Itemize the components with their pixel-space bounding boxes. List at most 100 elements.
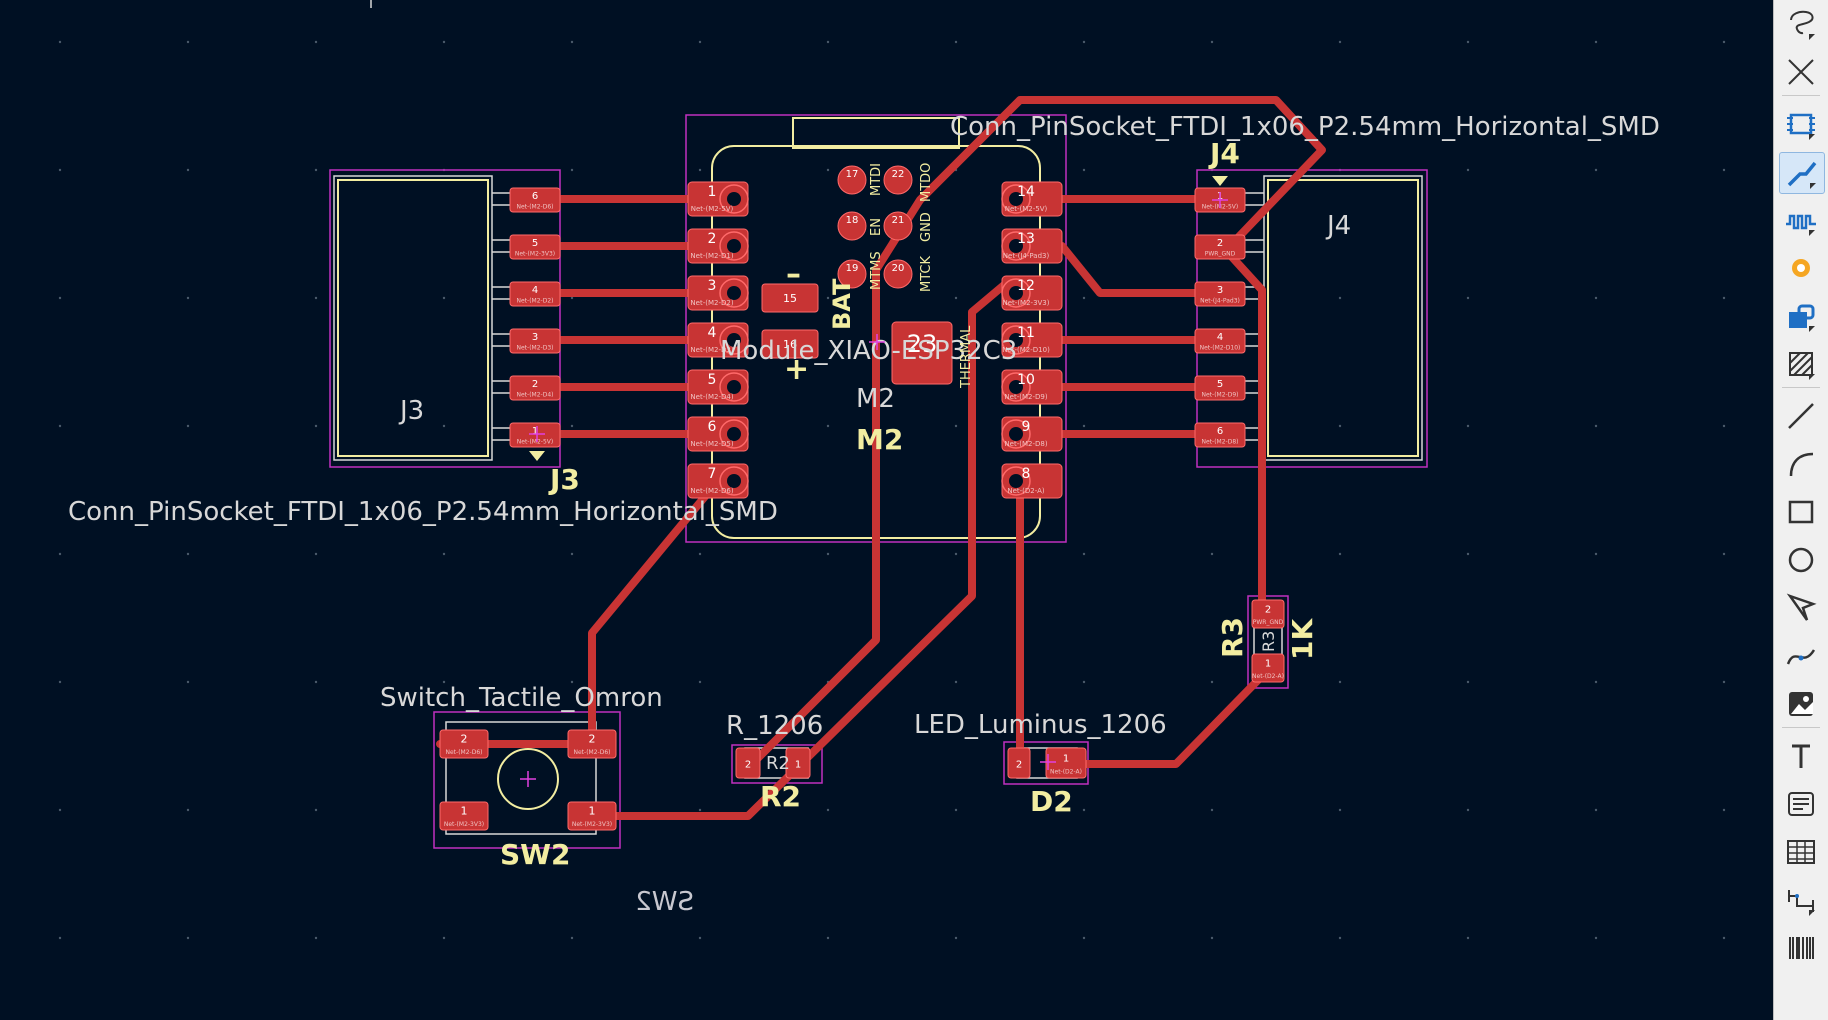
sw2-pad-4-net: Net-(M2-3V3) bbox=[572, 821, 612, 828]
add-table-tool[interactable] bbox=[1779, 832, 1823, 872]
m2-pad-18-number: 18 bbox=[846, 215, 859, 226]
draw-line-tool[interactable] bbox=[1779, 396, 1823, 436]
j3-pad-5-number: 5 bbox=[532, 238, 538, 249]
sw2-pad-3-net: Net-(M2-3V3) bbox=[444, 821, 484, 828]
draw-bezier-tool[interactable] bbox=[1779, 636, 1823, 676]
tune-length-tool[interactable] bbox=[1779, 200, 1823, 240]
m2-pad-18[interactable]: 18 bbox=[837, 211, 867, 241]
pcb-canvas[interactable]: 6Net-(M2-D6)5Net-(M2-3V3)4Net-(M2-D2)3Ne… bbox=[0, 0, 1773, 1020]
labels-layer: Conn_PinSocket_FTDI_1x06_P2.54mm_Horizon… bbox=[68, 112, 1660, 917]
m2-bat: BAT bbox=[828, 278, 856, 330]
j4-pad-5-number: 5 bbox=[1217, 379, 1223, 390]
add-dimension-tool[interactable] bbox=[1779, 880, 1823, 920]
lasso-select-tool[interactable] bbox=[1779, 4, 1823, 44]
m2-pad-9-number: 9 bbox=[1022, 419, 1031, 435]
m2-pad-22[interactable]: 22 bbox=[883, 165, 913, 195]
add-barcode-tool[interactable] bbox=[1779, 928, 1823, 968]
j3-ref-fab: J3 bbox=[398, 396, 424, 426]
m2-pad-11-net: Net-(M2-D10) bbox=[1002, 346, 1050, 354]
d2-pad-2[interactable]: 2 bbox=[1007, 747, 1031, 779]
add-zone-tool[interactable] bbox=[1779, 296, 1823, 336]
j3-pad-6-number: 6 bbox=[532, 191, 538, 202]
m2-pad-7-number: 7 bbox=[708, 466, 717, 482]
r3-value-silk: 1K bbox=[1286, 618, 1319, 660]
add-image-tool[interactable] bbox=[1779, 684, 1823, 724]
add-rule-area-tool[interactable] bbox=[1779, 344, 1823, 384]
tune-length-icon bbox=[1786, 214, 1816, 236]
j4-value-text: Conn_PinSocket_FTDI_1x06_P2.54mm_Horizon… bbox=[950, 112, 1660, 142]
draw-polygon-icon bbox=[1786, 593, 1817, 621]
m2-pad-21-number: 21 bbox=[892, 215, 905, 226]
j3-pad-5-net: Net-(M2-3V3) bbox=[515, 250, 555, 257]
r3-ref-silk: R3 bbox=[1216, 617, 1249, 658]
m2-pad-20[interactable]: 20 bbox=[883, 259, 913, 289]
draw-rectangle-tool[interactable] bbox=[1779, 492, 1823, 532]
m2-pad-17[interactable]: 17 bbox=[837, 165, 867, 195]
m2-pad-19[interactable]: 19 bbox=[837, 259, 867, 289]
anchor-crosses bbox=[520, 192, 1228, 787]
r2-pad-2[interactable]: 2 bbox=[735, 747, 761, 779]
add-textbox-tool[interactable] bbox=[1779, 784, 1823, 824]
m2-bat-pad-15[interactable]: 15 bbox=[761, 283, 819, 313]
unrouted-cross-tool[interactable] bbox=[1779, 52, 1823, 92]
m2-pad-21[interactable]: 21 bbox=[883, 211, 913, 241]
m2-pad-1-number: 1 bbox=[708, 184, 717, 200]
m2-bat-pad-16[interactable]: 16 bbox=[761, 329, 819, 359]
add-text-tool[interactable] bbox=[1779, 736, 1823, 776]
m2-bat-pad-15-number: 15 bbox=[783, 292, 797, 305]
m2-pad-8-number: 8 bbox=[1022, 466, 1031, 482]
m2-pad-9-net: Net-(M2-D8) bbox=[1004, 440, 1047, 448]
r2-pad-1[interactable]: 1 bbox=[785, 747, 811, 779]
j4-pad-2-net: PWR_GND bbox=[1205, 250, 1236, 257]
m2-pad-17-number: 17 bbox=[846, 169, 859, 180]
j4-pad-3-number: 3 bbox=[1217, 285, 1223, 296]
add-footprint-tool[interactable] bbox=[1779, 104, 1823, 144]
draw-arc-tool[interactable] bbox=[1779, 444, 1823, 484]
add-text-icon bbox=[1792, 744, 1810, 768]
copper-tracks[interactable] bbox=[436, 96, 1326, 820]
j3-pad-1-number: 1 bbox=[532, 426, 538, 437]
draw-polygon-tool[interactable] bbox=[1779, 588, 1823, 628]
draw-circle-tool[interactable] bbox=[1779, 540, 1823, 580]
add-dimension-icon bbox=[1788, 890, 1815, 916]
j4-ref-fab: J4 bbox=[1325, 211, 1351, 241]
m2-mtdi: MTDI bbox=[869, 163, 884, 196]
add-via-tool[interactable] bbox=[1779, 248, 1823, 288]
route-track-tool[interactable] bbox=[1779, 152, 1825, 194]
m2-thermal-pad[interactable]: 23 bbox=[891, 321, 953, 385]
draw-bezier-icon bbox=[1786, 649, 1816, 665]
m2-pad-3-net: Net-(M2-D2) bbox=[690, 299, 733, 307]
